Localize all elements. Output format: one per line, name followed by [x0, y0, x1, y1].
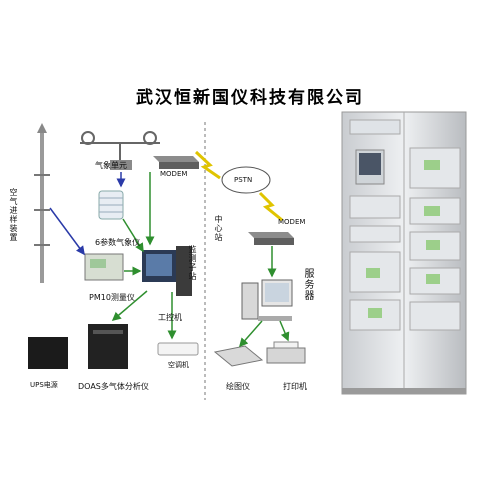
aircon-label: 空调机: [168, 361, 189, 369]
ipc-label: 工控机: [158, 313, 182, 322]
plotter-label: 绘图仪: [226, 382, 250, 391]
aircon-device: [157, 342, 199, 356]
six-param-device: [98, 190, 124, 220]
ups-device: [28, 337, 68, 369]
server-label: 服务器: [302, 268, 313, 301]
weather-unit-label: 气象单元: [95, 161, 127, 170]
printer-device: [266, 341, 306, 364]
pstn-label: PSTN: [234, 176, 253, 184]
modem-left-device: [153, 156, 199, 169]
pm10-label: PM10测量仪: [89, 293, 135, 302]
six-param-label: 6参数气象仪: [95, 238, 141, 247]
ups-label: UPS电源: [30, 381, 58, 389]
printer-label: 打印机: [283, 382, 307, 391]
modem-left-label: MODEM: [160, 170, 188, 178]
weather-unit-device: [80, 131, 160, 170]
center-station-label: 中心站: [214, 215, 223, 242]
modem-right-device: [248, 232, 294, 245]
lightning-bolt-icon: [194, 150, 221, 180]
monitor-substation-label: 监测子站: [188, 245, 197, 281]
doas-device: [88, 324, 128, 369]
air-intake-label: 空气进样装置: [9, 188, 18, 242]
server-device: [241, 279, 293, 321]
company-title: 武汉恒新国仪科技有限公司: [136, 88, 364, 108]
lightning-bolt-icon: [258, 191, 283, 222]
pstn-cloud: [221, 166, 271, 194]
cabinet-image: [341, 111, 467, 395]
plotter-device: [213, 345, 264, 367]
modem-right-label: MODEM: [278, 218, 306, 226]
doas-label: DOAS多气体分析仪: [78, 382, 149, 391]
air-intake-pole: [34, 123, 50, 283]
ipc-device: [142, 246, 192, 296]
pm10-device: [84, 253, 124, 281]
